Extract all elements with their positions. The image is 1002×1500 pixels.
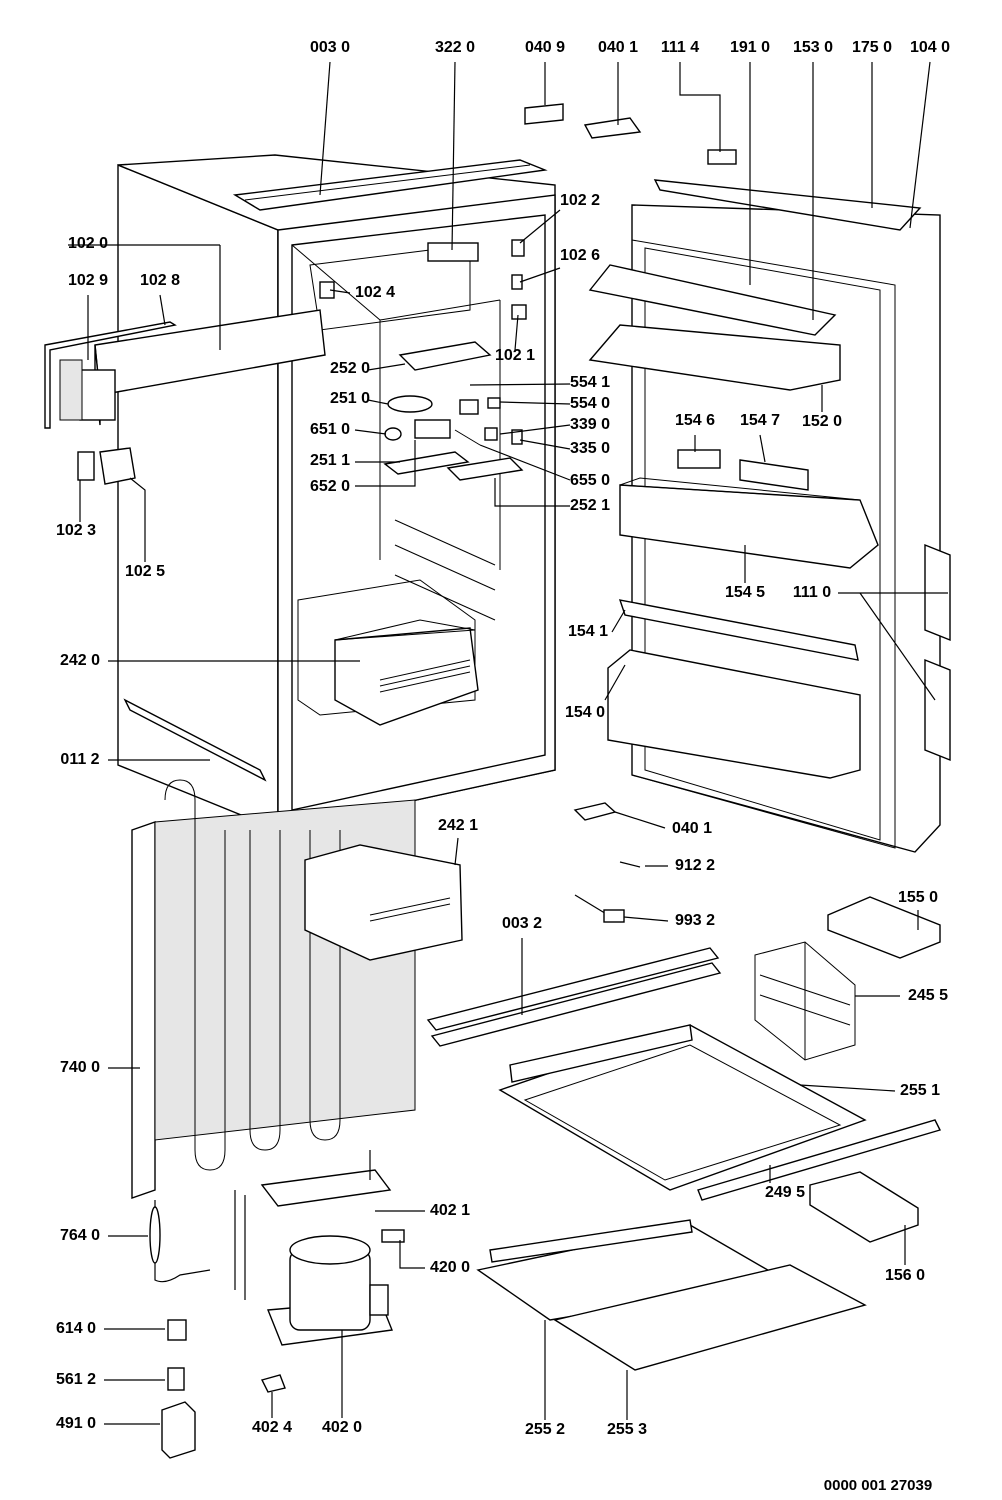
rail-249-5: [697, 1119, 942, 1201]
part-label-l2495: 249 5: [765, 1184, 805, 1201]
thermostat-capillary: [154, 1200, 211, 1283]
crisper-drawer: [334, 619, 479, 726]
part-label-l2421: 242 1: [438, 817, 478, 834]
part-label-l2520: 252 0: [330, 360, 370, 377]
part-label-l2521: 252 1: [570, 497, 610, 514]
part-label-l6520: 652 0: [310, 478, 350, 495]
glass-shelf-lower: [476, 1219, 867, 1371]
part-402-4: [260, 1374, 286, 1393]
part-102-3: [77, 451, 95, 481]
part-label-l1025: 102 5: [125, 563, 165, 580]
part-label-l1022: 102 2: [560, 192, 600, 209]
part-label-l1530: 153 0: [793, 39, 833, 56]
wire-rack: [754, 941, 856, 1061]
part-label-l1540: 154 0: [565, 704, 605, 721]
part-label-l5541: 554 1: [570, 374, 610, 391]
ice-tray: [827, 896, 941, 959]
part-label-l1028: 102 8: [140, 272, 180, 289]
part-label-l5540: 554 0: [570, 395, 610, 412]
part-label-l0032: 003 2: [502, 915, 542, 932]
part-label-l4200: 420 0: [430, 1259, 470, 1276]
sensor-993-2: [574, 894, 625, 923]
part-label-l2552: 255 2: [525, 1421, 565, 1438]
part-label-l4024: 402 4: [252, 1419, 292, 1436]
part-label-l3390: 339 0: [570, 416, 610, 433]
part-102-5: [99, 447, 136, 485]
part-label-l1560: 156 0: [885, 1267, 925, 1284]
part-label-l4021: 402 1: [430, 1202, 470, 1219]
part-label-l2511: 251 1: [310, 452, 350, 469]
part-040-1-lower: [573, 802, 617, 821]
part-label-l1545: 154 5: [725, 584, 765, 601]
thermostat-bulb: [149, 1206, 161, 1264]
part-label-l2510: 251 0: [330, 390, 370, 407]
part-label-l1550: 155 0: [898, 889, 938, 906]
crisper-drawer-lower: [304, 844, 463, 961]
part-614-0: [167, 1319, 187, 1341]
condenser: [131, 779, 416, 1199]
part-label-l1910: 191 0: [730, 39, 770, 56]
part-label-l0112: 011 2: [60, 751, 99, 768]
part-label-l2420: 242 0: [60, 652, 100, 669]
part-label-l1547: 154 7: [740, 412, 780, 429]
part-label-l9932: 993 2: [675, 912, 715, 929]
door: [524, 103, 951, 853]
part-label-l1546: 154 6: [675, 412, 715, 429]
part-561-2: [167, 1367, 185, 1391]
part-label-l2553: 255 3: [607, 1421, 647, 1438]
part-label-l0409: 040 9: [525, 39, 565, 56]
part-label-l2455: 245 5: [908, 987, 948, 1004]
part-label-l1029: 102 9: [68, 272, 108, 289]
part-label-l6550: 655 0: [570, 472, 610, 489]
part-label-l0401a: 040 1: [598, 39, 638, 56]
part-label-l4020: 402 0: [322, 1419, 362, 1436]
part-label-l0030: 003 0: [310, 39, 350, 56]
compressor: [234, 1150, 405, 1346]
part-label-l7640: 764 0: [60, 1227, 100, 1244]
part-label-l3350: 335 0: [570, 440, 610, 457]
part-label-l1114: 111 4: [661, 39, 699, 56]
part-label-l1020: 102 0: [68, 235, 108, 252]
part-label-l1520: 152 0: [802, 413, 842, 430]
part-label-l2551: 255 1: [900, 1082, 940, 1099]
part-label-l1021: 102 1: [495, 347, 535, 364]
part-label-l4910: 491 0: [56, 1415, 96, 1432]
part-label-l1023: 102 3: [56, 522, 96, 539]
rails: [426, 947, 722, 1047]
screw-912-2: [619, 861, 641, 868]
part-label-l1541: 154 1: [568, 623, 608, 640]
drawing-reference: 0000 001 27039: [824, 1477, 932, 1494]
leader-lines: [68, 61, 948, 1425]
part-label-l1024: 102 4: [355, 284, 395, 301]
part-label-l6510: 651 0: [310, 421, 350, 438]
part-label-l6140: 614 0: [56, 1320, 96, 1337]
part-label-l1026: 102 6: [560, 247, 600, 264]
part-491-0: [161, 1401, 196, 1459]
part-label-l9122: 912 2: [675, 857, 715, 874]
part-label-l1110: 111 0: [793, 584, 831, 601]
part-label-l1040: 104 0: [910, 39, 950, 56]
egg-tray: [809, 1171, 919, 1243]
control-panel: [44, 309, 326, 429]
part-label-l0401b: 040 1: [672, 820, 712, 837]
part-labels: 003 0 322 0 040 9 040 1 111 4 191 0 153 0 175 0…: [56, 39, 950, 1438]
part-label-l7400: 740 0: [60, 1059, 100, 1076]
part-label-l3220: 322 0: [435, 39, 475, 56]
part-label-l5612: 561 2: [56, 1371, 96, 1388]
part-label-l1750: 175 0: [852, 39, 892, 56]
glass-shelf-upper: [498, 1024, 867, 1191]
